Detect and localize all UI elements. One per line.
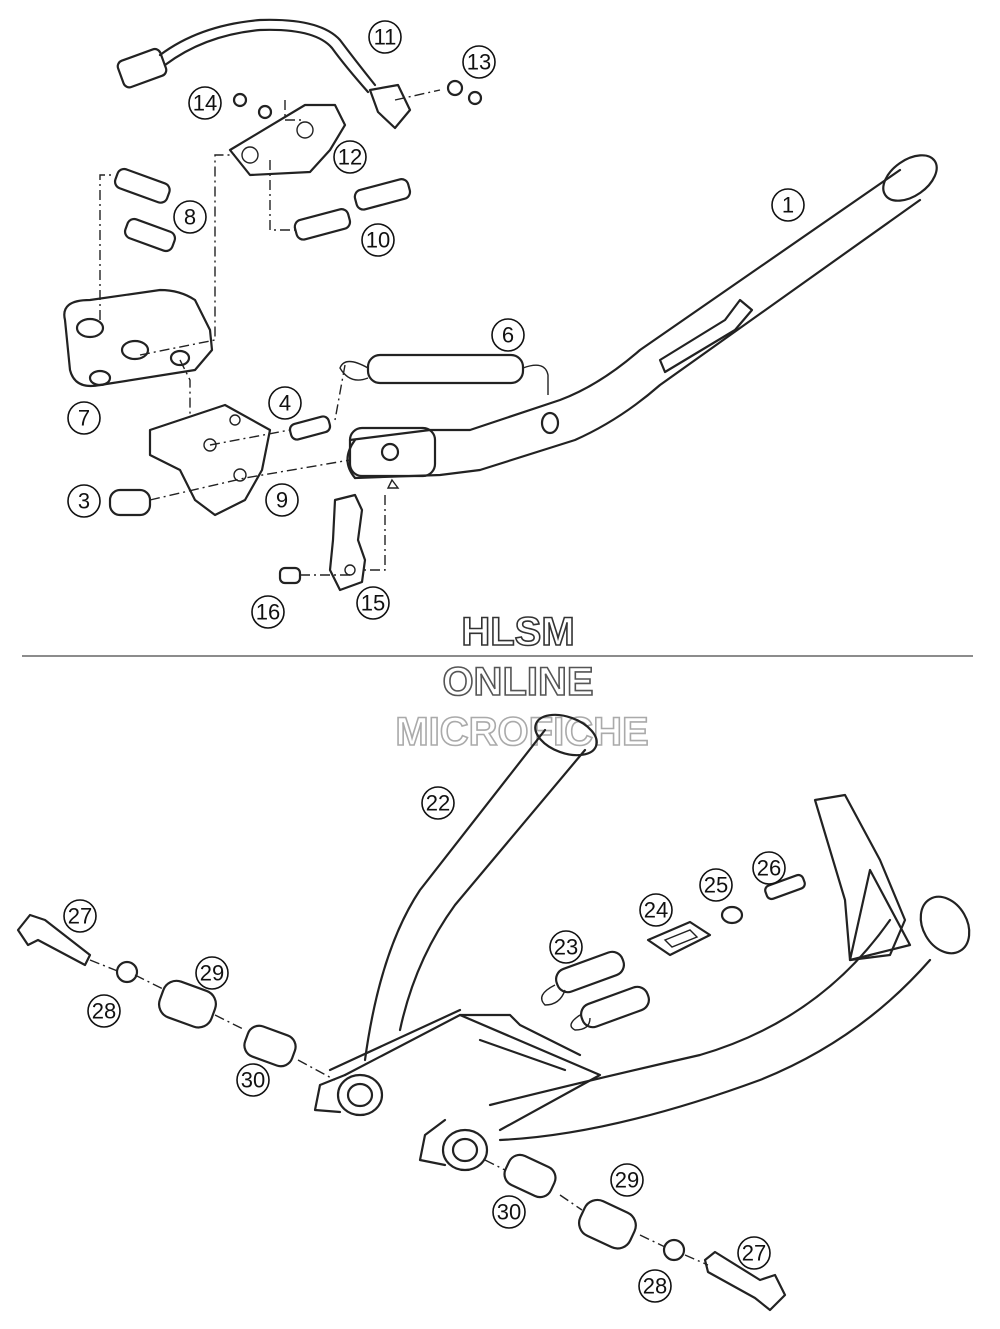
- washer: [720, 905, 744, 925]
- spring: [339, 353, 549, 395]
- callout-10: 10: [361, 223, 395, 257]
- callout-16: 16: [251, 595, 285, 629]
- callout-29-left-label: 29: [200, 961, 224, 986]
- callout-24-label: 24: [644, 898, 668, 923]
- callout-22: 22: [421, 786, 455, 820]
- watermark-line1: HLSM: [461, 610, 574, 654]
- callout-28-left: 28: [87, 994, 121, 1028]
- callout-3: 3: [67, 484, 101, 518]
- callout-26: 26: [752, 851, 786, 885]
- callout-1: 1: [771, 188, 805, 222]
- switch-plate: [148, 403, 272, 517]
- callout-7: 7: [67, 401, 101, 435]
- center-stand-springs: [541, 950, 650, 1031]
- callout-22-label: 22: [426, 791, 450, 816]
- callout-25-label: 25: [704, 873, 728, 898]
- screw-and-nut: [232, 79, 483, 120]
- callout-23: 23: [549, 930, 583, 964]
- callout-30-right-label: 30: [497, 1200, 521, 1225]
- bracket: [63, 288, 214, 388]
- callout-16-label: 16: [256, 600, 280, 625]
- sensor-bolts: [293, 178, 412, 241]
- callout-8: 8: [173, 200, 207, 234]
- right-pivot-hardware: [484, 1153, 787, 1312]
- callout-14-label: 14: [193, 91, 217, 116]
- callout-28-right: 28: [638, 1269, 672, 1303]
- callout-6: 6: [491, 318, 525, 352]
- callout-25: 25: [699, 868, 733, 902]
- callout-11: 11: [368, 20, 402, 54]
- callout-1-label: 1: [782, 193, 794, 218]
- callout-26-label: 26: [757, 856, 781, 881]
- callout-30-left: 30: [236, 1063, 270, 1097]
- side-stand-assembly: 1 3 4 6 7 8 9 10 11 12 13 14 15 16: [63, 18, 938, 629]
- screw: [278, 566, 302, 585]
- callout-11-label: 11: [374, 25, 397, 50]
- callout-6-label: 6: [502, 323, 514, 348]
- callout-29-left: 29: [195, 956, 229, 990]
- callout-27-left: 27: [63, 899, 97, 933]
- callout-15-label: 15: [361, 591, 385, 616]
- callout-15: 15: [356, 586, 390, 620]
- callout-29-right-label: 29: [615, 1168, 639, 1193]
- guard-plate: [328, 493, 367, 592]
- pivot-bolt: [288, 415, 332, 441]
- callout-9: 9: [265, 483, 299, 517]
- callout-4-label: 4: [279, 391, 291, 416]
- center-stand-frame: [313, 713, 971, 1172]
- spring-clip: [646, 920, 712, 957]
- callout-30-left-label: 30: [241, 1068, 265, 1093]
- callout-23-label: 23: [554, 935, 578, 960]
- callout-27-left-label: 27: [68, 904, 92, 929]
- callout-27-right: 27: [737, 1236, 771, 1270]
- callout-9-label: 9: [276, 488, 288, 513]
- callout-30-right: 30: [492, 1195, 526, 1229]
- callout-28-right-label: 28: [643, 1274, 667, 1299]
- callout-27-right-label: 27: [742, 1241, 766, 1266]
- left-pivot-hardware: [16, 913, 336, 1081]
- watermark-line3: MICROFICHE: [395, 710, 648, 754]
- assembly-lines-top: [99, 89, 441, 576]
- callout-3-label: 3: [78, 489, 90, 514]
- mounting-bolts: [113, 167, 177, 253]
- callout-13-label: 13: [467, 50, 491, 75]
- callout-10-label: 10: [366, 228, 390, 253]
- side-stand-leg: [346, 154, 938, 480]
- callout-12-label: 12: [338, 145, 362, 170]
- sensor-bracket: [228, 103, 347, 177]
- callout-14: 14: [188, 86, 222, 120]
- watermark: HLSM ONLINE MICROFICHE: [395, 609, 650, 755]
- center-stand-assembly: 22 23 24 25 26 27 28 29 30 27 28 29 30: [16, 713, 971, 1312]
- callout-12: 12: [333, 140, 367, 174]
- callout-29-right: 29: [610, 1163, 644, 1197]
- callout-13: 13: [462, 45, 496, 79]
- callout-28-left-label: 28: [92, 999, 116, 1024]
- callout-4: 4: [268, 386, 302, 420]
- watermark-line2: ONLINE: [442, 660, 593, 704]
- sensor-cable: [116, 18, 412, 130]
- callout-24: 24: [639, 893, 673, 927]
- bolt: [764, 873, 806, 901]
- callout-7-label: 7: [78, 406, 90, 431]
- bushing: [108, 488, 152, 517]
- callout-8-label: 8: [184, 205, 196, 230]
